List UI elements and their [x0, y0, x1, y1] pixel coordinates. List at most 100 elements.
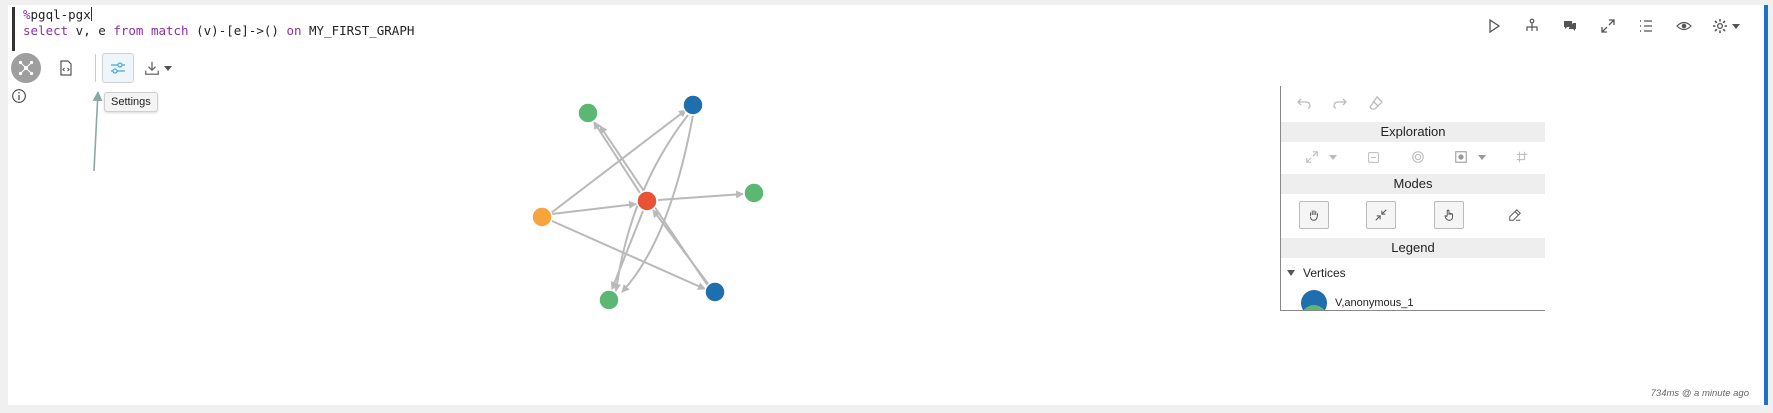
graph-edge — [657, 190, 744, 201]
execution-info: 734ms @ a minute ago — [1650, 388, 1749, 399]
kw-on: on — [286, 23, 302, 38]
table-view-button[interactable] — [51, 53, 81, 83]
graph-edge — [551, 220, 706, 290]
hand-icon — [1310, 210, 1318, 221]
pan-mode-button[interactable] — [1299, 201, 1329, 229]
graph-node[interactable] — [598, 289, 620, 311]
modes-toolbar — [1281, 194, 1545, 236]
exploration-toolbar — [1281, 142, 1545, 172]
legend-item-label: V,anonymous_1 — [1335, 297, 1414, 309]
drop-button[interactable] — [1360, 145, 1386, 169]
vertices-label: Vertices — [1303, 266, 1346, 280]
graph-edge — [551, 200, 637, 215]
pointer-hand-icon — [1444, 209, 1453, 221]
magic-name: pgql-pgx — [30, 7, 91, 22]
graph-node[interactable] — [577, 102, 599, 124]
expand-icon — [1601, 19, 1615, 33]
visualization-toolbar — [4, 53, 176, 83]
edit-mode-button[interactable] — [1501, 202, 1529, 228]
sliders-icon — [111, 62, 125, 74]
caret-down-icon — [1287, 270, 1295, 276]
code-file-icon — [60, 60, 72, 76]
graph-edge — [621, 114, 694, 293]
graph-icon — [18, 60, 34, 76]
chevron-down-icon — [1478, 154, 1486, 160]
kw-select: select — [23, 23, 69, 38]
target-icon — [1412, 151, 1424, 163]
comments-button[interactable] — [1551, 12, 1589, 40]
exploration-section-title: Exploration — [1281, 122, 1545, 142]
redo-icon — [1333, 98, 1347, 109]
focus-button[interactable] — [1405, 145, 1431, 169]
code-line-query: select v, e from match (v)-[e]->() on MY… — [15, 23, 1415, 39]
code-token: (v)-[e]->() — [188, 23, 287, 38]
chevron-down-icon — [1329, 154, 1337, 160]
vertices-group-toggle[interactable]: Vertices — [1281, 258, 1545, 280]
undo-button[interactable] — [1291, 91, 1317, 115]
chevron-down-icon — [164, 65, 172, 71]
undo-icon — [1297, 98, 1311, 109]
expand-button[interactable] — [1589, 12, 1627, 40]
hierarchy-icon — [1526, 18, 1538, 31]
graph-node[interactable] — [682, 94, 704, 116]
paragraph-toolbar — [1475, 12, 1749, 40]
ungroup-button[interactable] — [1509, 145, 1535, 169]
list-icon — [1640, 20, 1652, 32]
code-editor[interactable]: %pgql-pgx select v, e from match (v)-[e]… — [12, 7, 1415, 51]
history-toolbar — [1281, 86, 1545, 120]
graph-node[interactable] — [636, 190, 658, 212]
download-icon — [145, 61, 159, 75]
gear-icon — [1713, 19, 1727, 33]
toolbar-divider — [95, 54, 96, 82]
graph-settings-panel: Exploration Modes Legend Vertices V,anon… — [1280, 86, 1545, 311]
graph-view-button[interactable] — [11, 53, 41, 83]
expand-nodes-button[interactable] — [1301, 145, 1341, 169]
graph-edge — [593, 121, 641, 194]
kw-match: match — [150, 23, 189, 38]
shrink-mode-button[interactable] — [1366, 201, 1397, 229]
group-button[interactable] — [1450, 145, 1490, 169]
graph-node[interactable] — [531, 206, 553, 228]
redo-button[interactable] — [1327, 91, 1353, 115]
group-icon — [1455, 151, 1467, 163]
graph-edge — [610, 210, 644, 290]
visibility-button[interactable] — [1665, 12, 1703, 40]
legend-section-title: Legend — [1281, 238, 1545, 258]
settings-button[interactable] — [102, 53, 134, 83]
hierarchy-button[interactable] — [1513, 12, 1551, 40]
legend-color-swatch — [1301, 305, 1327, 310]
edit-icon — [1509, 209, 1521, 221]
chevron-down-icon — [1732, 23, 1740, 29]
legend-color-swatch — [1301, 290, 1327, 310]
kw-from: from — [113, 23, 144, 38]
select-mode-button[interactable] — [1433, 201, 1464, 229]
paragraph-focus-bar — [1764, 5, 1768, 405]
settings-dropdown-button[interactable] — [1703, 12, 1749, 40]
collapse-icon — [1375, 209, 1387, 221]
graph-node[interactable] — [704, 281, 726, 303]
code-line-magic: %pgql-pgx — [15, 7, 1415, 23]
eraser-button[interactable] — [1363, 91, 1389, 115]
magic-percent: % — [23, 7, 31, 22]
run-icon — [1489, 18, 1501, 34]
minus-square-icon — [1367, 151, 1379, 163]
annotation-arrow — [92, 91, 103, 172]
run-button[interactable] — [1475, 12, 1513, 40]
code-token: MY_FIRST_GRAPH — [301, 23, 415, 38]
modes-section-title: Modes — [1281, 174, 1545, 194]
comments-icon — [1564, 21, 1576, 31]
expand-icon — [1306, 151, 1318, 163]
info-icon — [12, 89, 26, 103]
eraser-icon — [1369, 95, 1383, 110]
download-button[interactable] — [140, 54, 176, 82]
list-button[interactable] — [1627, 12, 1665, 40]
text-caret — [90, 7, 92, 21]
graph-node[interactable] — [743, 182, 765, 204]
eye-icon — [1676, 21, 1692, 31]
code-token: v, e — [68, 23, 114, 38]
settings-tooltip: Settings — [104, 92, 158, 112]
legend-item[interactable]: V,anonymous_1 — [1281, 280, 1545, 310]
ungroup-icon — [1516, 151, 1528, 163]
info-button[interactable] — [11, 88, 27, 104]
